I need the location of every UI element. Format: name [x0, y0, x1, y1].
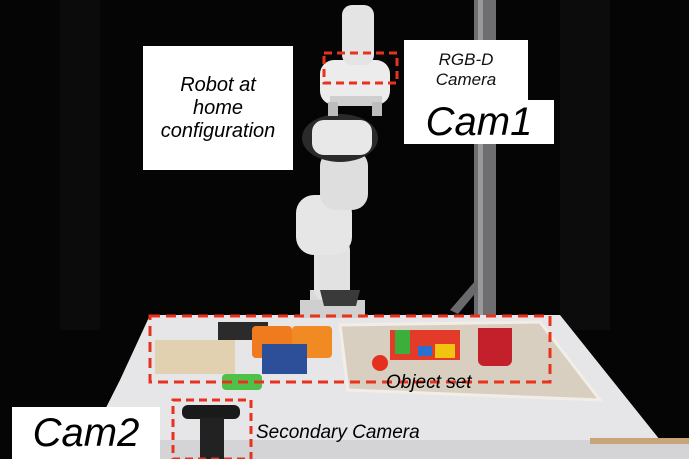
secondary-camera-label: Secondary Camera	[256, 422, 420, 443]
cereal-box	[262, 344, 307, 374]
cam1-label-box	[404, 100, 554, 144]
red-ball	[372, 355, 388, 371]
robot-label-box	[143, 46, 293, 170]
secondary-camera-body	[182, 405, 240, 419]
rgbd-label-line1: RGB-D	[438, 50, 494, 70]
rgbd-camera-label: RGB-D Camera	[404, 40, 528, 100]
lego-blue	[418, 346, 432, 356]
notebook	[155, 340, 235, 374]
secondary-camera-highlight-box	[171, 398, 253, 459]
cam1-label: Cam1	[425, 100, 533, 144]
lego-yellow	[435, 344, 455, 358]
aluminum-frame-pillar-highlight	[478, 0, 483, 320]
table-front-edge	[80, 440, 689, 459]
cam2-label-box	[12, 407, 160, 459]
lego-green	[395, 330, 410, 354]
rgbd-label-box	[404, 40, 528, 100]
robot-label-line3: configuration	[160, 119, 276, 142]
curtain-fold-right	[560, 0, 610, 330]
cam2-label: Cam2	[32, 411, 140, 455]
object-set-highlight-box	[148, 314, 552, 384]
robot-label-line1: Robot at	[180, 73, 256, 96]
object-set-label: Object set	[386, 372, 472, 393]
rgbd-label-line2: Camera	[435, 70, 497, 89]
robot-label-line2: home	[192, 96, 244, 119]
frame-diagonal-strut	[450, 280, 478, 314]
red-mug	[478, 328, 512, 366]
wooden-table-trim	[590, 438, 689, 444]
robot-at-home-label: Robot at home configuration	[143, 46, 293, 170]
secondary-camera-stand	[200, 418, 224, 459]
robot-arm	[296, 5, 390, 318]
curtain-fold-left	[60, 0, 100, 330]
